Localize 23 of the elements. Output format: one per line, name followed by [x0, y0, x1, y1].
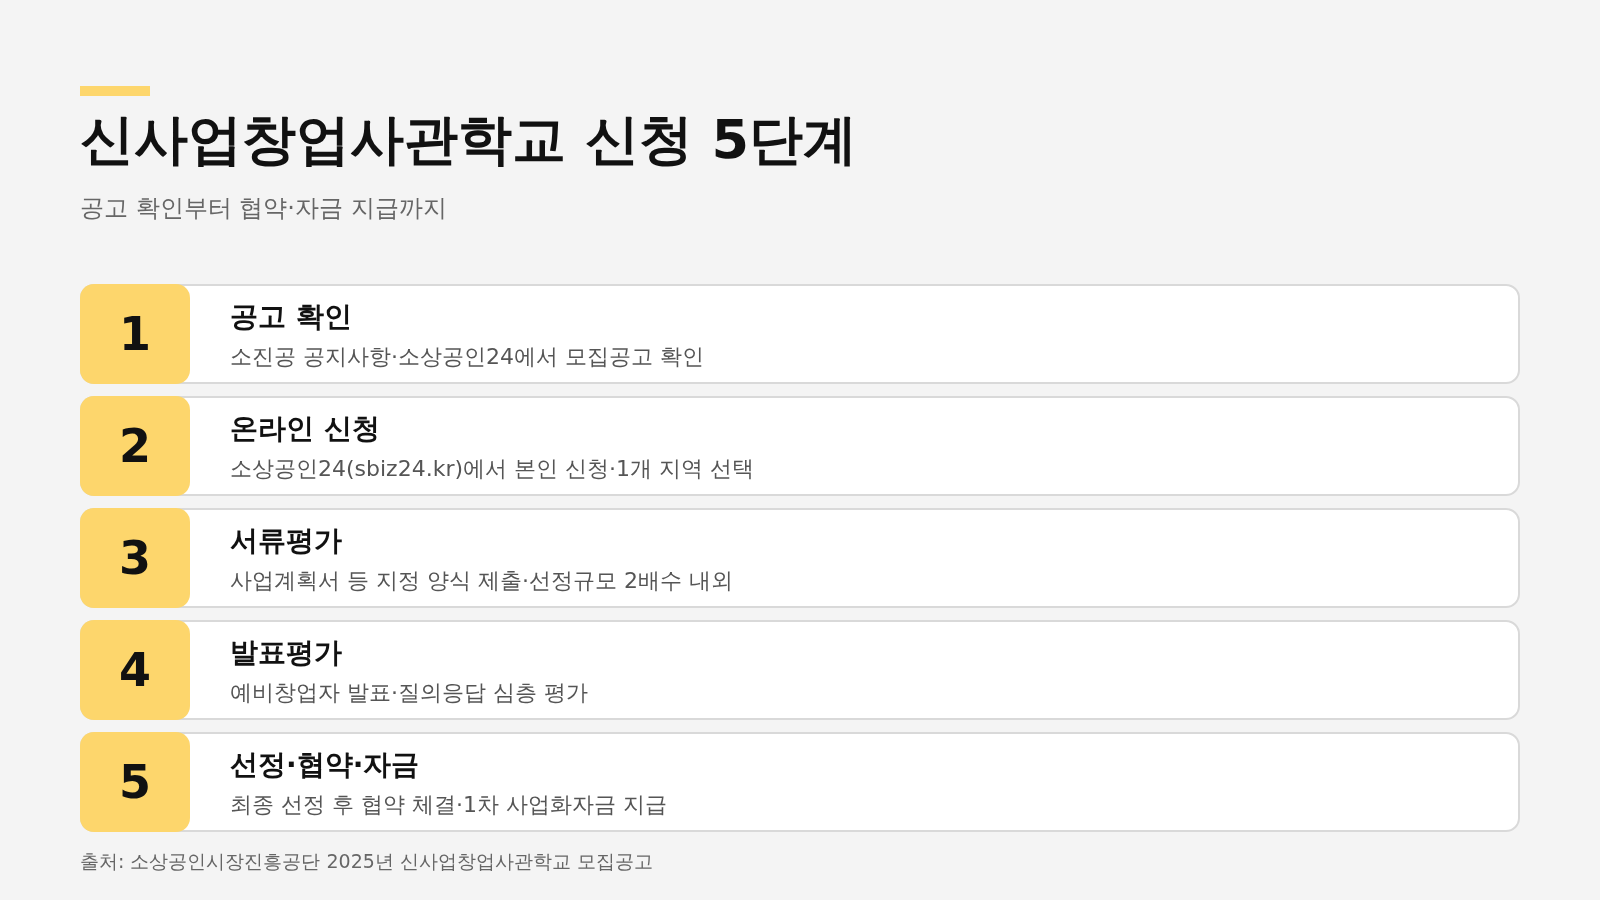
subtitle: 공고 확인부터 협약·자금 지급까지 — [80, 194, 447, 223]
title: 신사업창업사관학교 신청 5단계 — [80, 108, 858, 173]
step-number-tile: 4 — [80, 620, 190, 720]
step-card — [80, 284, 1520, 384]
step-heading: 온라인 신청 — [230, 412, 380, 446]
step-card — [80, 508, 1520, 608]
step-heading: 선정·협약·자금 — [230, 748, 420, 782]
step-heading: 서류평가 — [230, 524, 342, 558]
step-heading: 발표평가 — [230, 636, 342, 670]
step-description: 소상공인24(sbiz24.kr)에서 본인 신청·1개 지역 선택 — [230, 456, 754, 483]
step-card — [80, 396, 1520, 496]
step-description: 최종 선정 후 협약 체결·1차 사업화자금 지급 — [230, 792, 667, 819]
step-card — [80, 732, 1520, 832]
step-card — [80, 620, 1520, 720]
step-heading: 공고 확인 — [230, 300, 352, 334]
step-number-tile: 1 — [80, 284, 190, 384]
step-description: 사업계획서 등 지정 양식 제출·선정규모 2배수 내외 — [230, 568, 733, 595]
step-description: 예비창업자 발표·질의응답 심층 평가 — [230, 680, 588, 707]
step-number-tile: 3 — [80, 508, 190, 608]
source-note: 출처: 소상공인시장진흥공단 2025년 신사업창업사관학교 모집공고 — [80, 850, 653, 873]
step-number-tile: 5 — [80, 732, 190, 832]
step-number-tile: 2 — [80, 396, 190, 496]
step-description: 소진공 공지사항·소상공인24에서 모집공고 확인 — [230, 344, 704, 371]
